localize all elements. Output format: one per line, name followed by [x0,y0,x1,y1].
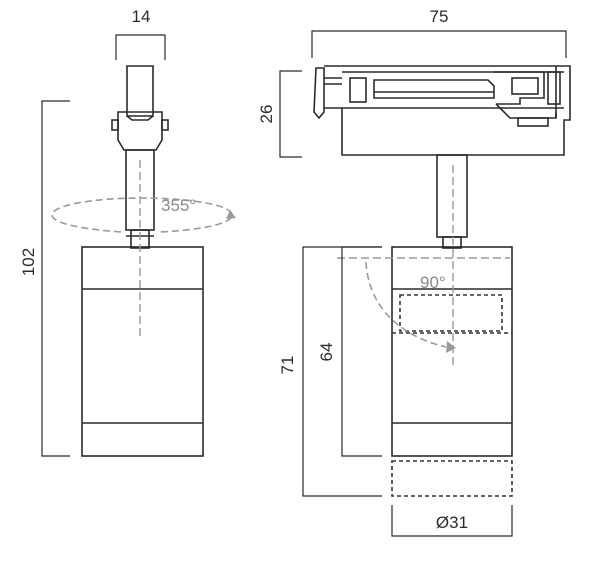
mounting-head [111,65,169,151]
dim-body-height-label: 64 [317,343,336,362]
dim-head-width: 14 [115,7,166,60]
dim-track-width: 75 [311,7,567,58]
dim-diameter: Ø31 [391,505,513,537]
dim-track-width-label: 75 [430,7,449,26]
tilt-indicator: 90° [365,261,456,353]
dim-body-height-extended-label: 71 [278,356,297,375]
lamp-body-front [81,246,204,457]
lamp-body-side [391,246,513,457]
dim-head-width-label: 14 [132,7,151,26]
dim-overall-height-label: 102 [19,248,38,276]
track-adapter [313,65,571,156]
dim-adapter-height-label: 26 [257,105,276,124]
dim-body-height-extended: 71 [278,246,382,497]
tilt-angle-label: 90° [420,273,446,292]
side-view: 75 26 [257,7,571,537]
tilt-positions [391,294,513,497]
side-stem [436,154,468,249]
dim-diameter-label: Ø31 [436,513,468,532]
front-view: 14 355° [19,7,236,457]
dim-adapter-height: 26 [257,70,302,158]
dim-body-height: 64 [317,246,382,457]
rotation-indicator: 355° [51,196,236,233]
dim-overall-height: 102 [19,100,70,457]
rotation-angle-label: 355° [161,196,196,215]
